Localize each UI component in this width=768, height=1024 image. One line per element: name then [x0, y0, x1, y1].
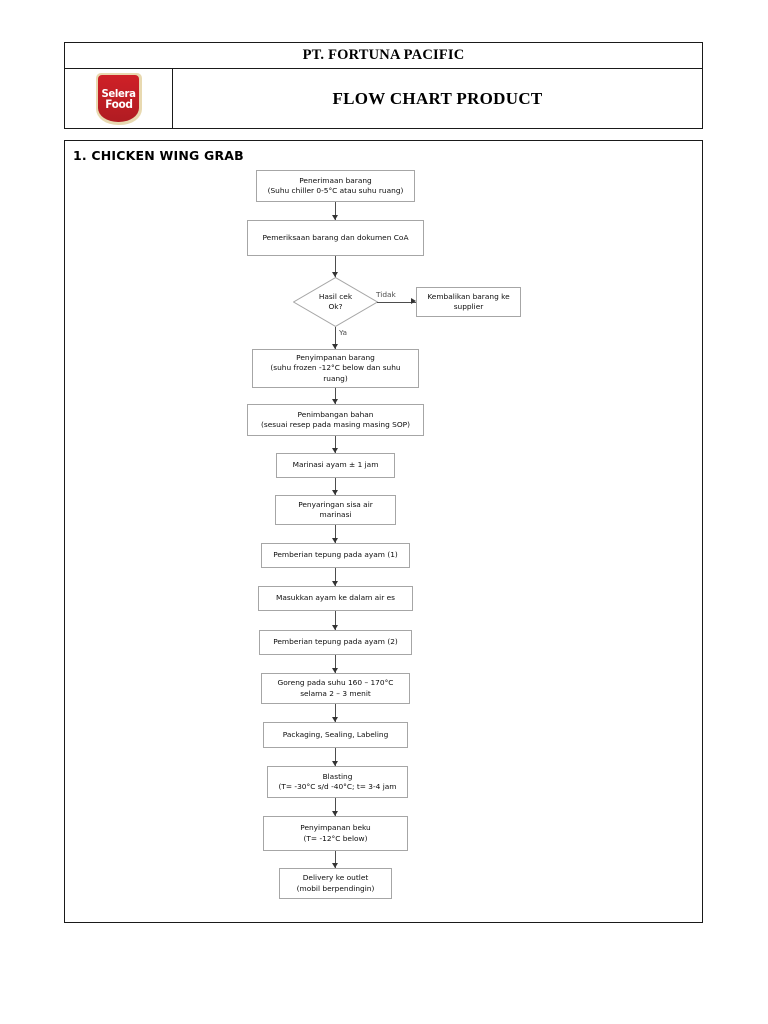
arrow-n7-n8 — [332, 490, 338, 495]
edge-label-tidak: Tidak — [376, 290, 396, 299]
connector-n3-n5 — [335, 327, 336, 349]
connector-n5-n6 — [335, 388, 336, 404]
connector-n11-n12 — [335, 655, 336, 673]
selera-food-logo-icon: Selera Food — [95, 72, 142, 125]
arrow-n6-n7 — [332, 448, 338, 453]
flow-node-text: Pemberian tepung pada ayam (2) — [273, 637, 398, 647]
content-frame: 1. CHICKEN WING GRAB Penerimaan barang (… — [64, 140, 703, 923]
connector-n13-n14 — [335, 748, 336, 766]
flow-node-penimbangan-bahan: Penimbangan bahan (sesuai resep pada mas… — [247, 404, 424, 436]
company-name-row: PT. FORTUNA PACIFIC — [65, 43, 702, 69]
flow-node-pemberian-tepung-1: Pemberian tepung pada ayam (1) — [261, 543, 410, 568]
document-header-table: PT. FORTUNA PACIFIC Selera Food FLOW CHA… — [64, 42, 703, 129]
connector-n15-n16 — [335, 851, 336, 868]
logo-shield-body: Selera Food — [98, 75, 139, 122]
flow-node-marinasi-ayam: Marinasi ayam ± 1 jam — [276, 453, 395, 478]
diamond-shape — [293, 277, 378, 327]
arrow-n5-n6 — [332, 399, 338, 404]
flow-node-delivery-ke-outlet: Delivery ke outlet (mobil berpendingin) — [279, 868, 392, 899]
flow-node-text: Penyimpanan barang (suhu frozen -12°C be… — [270, 352, 401, 383]
arrow-n10-n11 — [332, 625, 338, 630]
flow-node-goreng: Goreng pada suhu 160 – 170°C selama 2 – … — [261, 673, 410, 704]
flow-node-text: Blasting (T= -30°C s/d -40°C; t= 3-4 jam — [278, 771, 397, 792]
arrow-n13-n14 — [332, 761, 338, 766]
arrow-n8-n9 — [332, 538, 338, 543]
flow-node-text: Masukkan ayam ke dalam air es — [275, 593, 396, 603]
flow-node-masukkan-ayam-air-es: Masukkan ayam ke dalam air es — [258, 586, 413, 611]
flow-node-hasil-cek: Hasil cek Ok? — [293, 277, 378, 327]
logo-text-line1: Selera — [101, 86, 136, 100]
connector-n14-n15 — [335, 798, 336, 816]
title-row: Selera Food FLOW CHART PRODUCT — [65, 69, 702, 128]
section-heading: 1. CHICKEN WING GRAB — [73, 148, 244, 163]
flow-node-text: Pemeriksaan barang dan dokumen CoA — [262, 232, 409, 242]
flow-node-text: Penimbangan bahan (sesuai resep pada mas… — [261, 409, 410, 430]
flow-node-text: Hasil cek Ok? — [318, 292, 353, 311]
flow-node-penerimaan-barang: Penerimaan barang (Suhu chiller 0-5°C at… — [256, 170, 415, 202]
connector-n1-n2 — [335, 202, 336, 220]
connector-n10-n11 — [335, 611, 336, 630]
flow-node-pemberian-tepung-2: Pemberian tepung pada ayam (2) — [259, 630, 412, 655]
arrow-n2-n3 — [332, 272, 338, 277]
flow-node-penyimpanan-beku: Penyimpanan beku (T= -12°C below) — [263, 816, 408, 851]
edge-label-ya: Ya — [339, 328, 348, 337]
flow-node-penyaringan-sisa-air: Penyaringan sisa air marinasi — [275, 495, 396, 525]
flow-node-text: Penyaringan sisa air marinasi — [298, 499, 373, 520]
arrow-n11-n12 — [332, 668, 338, 673]
flow-node-packaging-sealing-labeling: Packaging, Sealing, Labeling — [263, 722, 408, 748]
logo-text-line2: Food — [104, 96, 133, 111]
connector-n8-n9 — [335, 525, 336, 543]
connector-n2-n3 — [335, 256, 336, 278]
arrow-n9-n10 — [332, 581, 338, 586]
connector-n6-n7 — [335, 436, 336, 453]
arrow-n1-n2 — [332, 215, 338, 220]
flow-node-text: Penerimaan barang (Suhu chiller 0-5°C at… — [267, 175, 404, 196]
flow-node-text: Pemberian tepung pada ayam (1) — [273, 550, 398, 560]
document-title-cell: FLOW CHART PRODUCT — [173, 69, 702, 128]
flow-node-text: Delivery ke outlet (mobil berpendingin) — [296, 873, 375, 893]
arrow-n12-n13 — [332, 717, 338, 722]
flow-node-blasting: Blasting (T= -30°C s/d -40°C; t= 3-4 jam — [267, 766, 408, 798]
flow-node-text: Marinasi ayam ± 1 jam — [292, 460, 379, 470]
flow-node-text: Kembalikan barang ke supplier — [427, 291, 510, 312]
flow-node-kembalikan-barang: Kembalikan barang ke supplier — [416, 287, 521, 317]
flow-node-text: Goreng pada suhu 160 – 170°C selama 2 – … — [277, 678, 394, 698]
company-name: PT. FORTUNA PACIFIC — [302, 47, 465, 63]
connector-n12-n13 — [335, 704, 336, 722]
flow-node-pemeriksaan-barang: Pemeriksaan barang dan dokumen CoA — [247, 220, 424, 256]
flow-node-text: Penyimpanan beku (T= -12°C below) — [300, 823, 371, 843]
arrow-n14-n15 — [332, 811, 338, 816]
arrow-n3-n4 — [411, 298, 416, 304]
logo-cell: Selera Food — [65, 69, 173, 128]
arrow-n3-n5 — [332, 344, 338, 349]
connector-n9-n10 — [335, 568, 336, 586]
flowchart: Penerimaan barang (Suhu chiller 0-5°C at… — [65, 141, 702, 922]
connector-n7-n8 — [335, 478, 336, 495]
flow-node-penyimpanan-barang: Penyimpanan barang (suhu frozen -12°C be… — [252, 349, 419, 388]
arrow-n15-n16 — [332, 863, 338, 868]
flow-node-text: Packaging, Sealing, Labeling — [282, 729, 389, 739]
document-title: FLOW CHART PRODUCT — [332, 88, 543, 108]
